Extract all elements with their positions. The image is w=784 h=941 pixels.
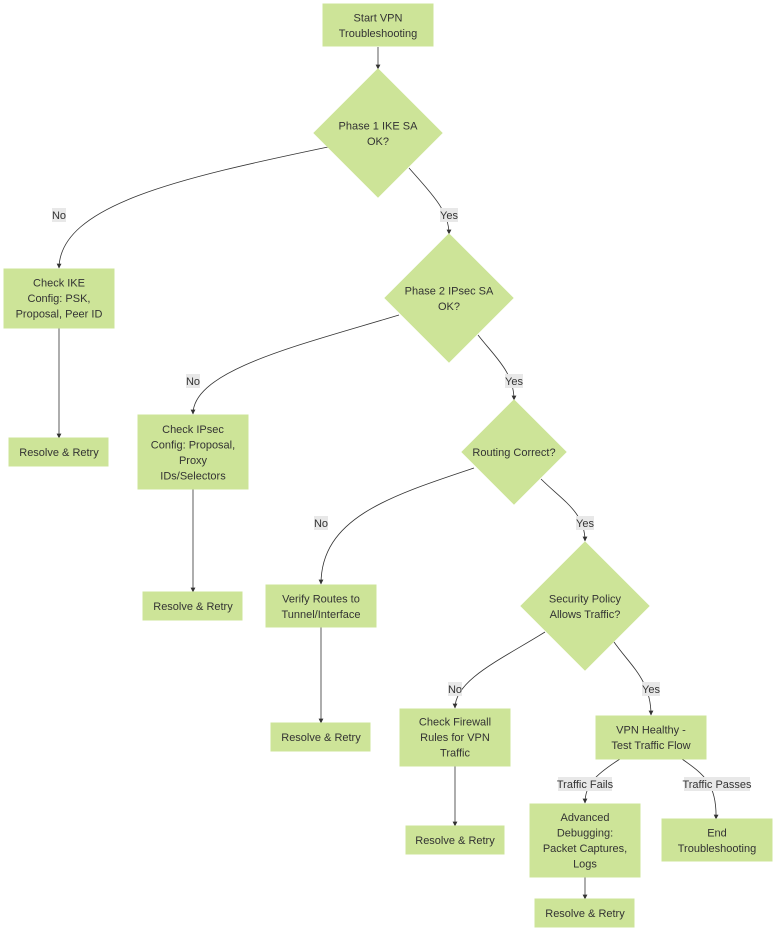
edge-label-rt-yes-text: Yes xyxy=(576,518,594,530)
edge-label-sp-no: No xyxy=(448,682,462,696)
resolve2-label-line-1: Resolve & Retry xyxy=(153,601,233,613)
edge-phase2-to-routing xyxy=(477,334,517,401)
edge-label-rt-no: No xyxy=(314,516,328,530)
edge-phase1-to-phase2 xyxy=(408,167,452,235)
node-start[interactable]: Start VPN Troubleshooting xyxy=(322,3,434,47)
edge-label-sp-no-text: No xyxy=(448,684,462,696)
edge-phase1-to-check-ike xyxy=(56,146,329,269)
edge-security-to-healthy xyxy=(613,641,654,716)
check-ike-label-line-3: Proposal, Peer ID xyxy=(16,309,103,321)
phase1-label-line-2: OK? xyxy=(367,136,389,148)
nodes: Start VPN Troubleshooting Phase 1 IKE SA O… xyxy=(3,3,773,928)
edge-security-to-check-fw xyxy=(452,631,546,709)
edge-label-p2-no-text: No xyxy=(186,376,200,388)
edge-label-p1-yes-text: Yes xyxy=(440,210,458,222)
edge-label-traffic-passes: Traffic Passes xyxy=(682,777,752,791)
check-ipsec-label-line-2: Config: Proposal, xyxy=(151,439,235,451)
healthy-label-line-2: Test Traffic Flow xyxy=(611,740,690,752)
start-label-line-2: Troubleshooting xyxy=(339,28,417,40)
node-resolve-retry-1[interactable]: Resolve & Retry xyxy=(8,437,109,467)
edge-phase2-to-check-ipsec xyxy=(190,314,400,415)
end-label-line-1: End xyxy=(707,827,727,839)
node-verify-routes[interactable]: Verify Routes to Tunnel/Interface xyxy=(265,584,377,628)
node-phase1-decision[interactable]: Phase 1 IKE SA OK? xyxy=(313,68,443,198)
adv-debug-label-line-1: Advanced xyxy=(561,812,610,824)
edge-label-p1-no: No xyxy=(52,208,66,222)
adv-debug-label-line-2: Debugging: xyxy=(557,827,613,839)
edge-label-p1-yes: Yes xyxy=(440,208,458,222)
node-resolve-retry-3[interactable]: Resolve & Retry xyxy=(270,722,371,752)
check-ike-label-line-2: Config: PSK, xyxy=(28,293,91,305)
check-ipsec-label-line-1: Check IPsec xyxy=(162,424,224,436)
start-label-line-1: Start VPN xyxy=(354,12,403,24)
edge-label-traffic-fails-text: Traffic Fails xyxy=(557,779,614,791)
edge-label-traffic-passes-text: Traffic Passes xyxy=(682,779,752,791)
security-label-line-2: Allows Traffic? xyxy=(550,609,621,621)
verify-routes-label-line-1: Verify Routes to xyxy=(282,593,360,605)
check-ipsec-label-line-3: Proxy xyxy=(179,455,208,467)
edge-label-p2-yes-text: Yes xyxy=(505,376,523,388)
resolve1-label-line-1: Resolve & Retry xyxy=(19,447,99,459)
adv-debug-label-line-3: Packet Captures, xyxy=(543,843,627,855)
end-label-line-2: Troubleshooting xyxy=(678,843,756,855)
phase2-label-line-1: Phase 2 IPsec SA xyxy=(405,285,494,297)
check-ipsec-label-line-4: IDs/Selectors xyxy=(160,470,226,482)
edge-label-sp-yes-text: Yes xyxy=(642,684,660,696)
edge-label-p1-no-text: No xyxy=(52,210,66,222)
edge-label-p2-no: No xyxy=(186,374,200,388)
resolve5-label-line-1: Resolve & Retry xyxy=(545,908,625,920)
phase2-label-line-2: OK? xyxy=(438,301,460,313)
edge-label-traffic-fails: Traffic Fails xyxy=(557,777,614,791)
edge-label-rt-yes: Yes xyxy=(576,516,594,530)
node-phase2-decision[interactable]: Phase 2 IPsec SA OK? xyxy=(384,233,514,363)
node-resolve-retry-2[interactable]: Resolve & Retry xyxy=(142,591,243,621)
check-fw-label-line-1: Check Firewall xyxy=(419,717,491,729)
routing-label-line-1: Routing Correct? xyxy=(472,447,555,459)
node-resolve-retry-4[interactable]: Resolve & Retry xyxy=(405,825,505,855)
edge-label-rt-no-text: No xyxy=(314,518,328,530)
node-vpn-healthy[interactable]: VPN Healthy - Test Traffic Flow xyxy=(595,715,707,760)
phase1-label-line-1: Phase 1 IKE SA xyxy=(339,120,419,132)
edge-label-p2-yes: Yes xyxy=(505,374,523,388)
verify-routes-label-line-2: Tunnel/Interface xyxy=(281,609,360,621)
healthy-label-line-1: VPN Healthy - xyxy=(616,724,686,736)
adv-debug-label-line-4: Logs xyxy=(573,858,597,870)
edge-label-sp-yes: Yes xyxy=(642,682,660,696)
check-fw-label-line-2: Rules for VPN xyxy=(420,732,490,744)
resolve3-label-line-1: Resolve & Retry xyxy=(281,732,361,744)
node-routing-decision[interactable]: Routing Correct? xyxy=(461,399,567,505)
edge-routing-to-security xyxy=(540,478,588,542)
resolve4-label-line-1: Resolve & Retry xyxy=(415,835,495,847)
check-ike-label-line-1: Check IKE xyxy=(33,278,85,290)
node-check-ike[interactable]: Check IKE Config: PSK, Proposal, Peer ID xyxy=(3,268,115,329)
security-label-line-1: Security Policy xyxy=(549,593,622,605)
edge-labels: No Yes No Yes No Yes xyxy=(52,208,752,791)
check-fw-label-line-3: Traffic xyxy=(440,748,470,760)
node-resolve-retry-5[interactable]: Resolve & Retry xyxy=(534,898,635,928)
edge-routing-to-verify-routes xyxy=(318,467,475,585)
